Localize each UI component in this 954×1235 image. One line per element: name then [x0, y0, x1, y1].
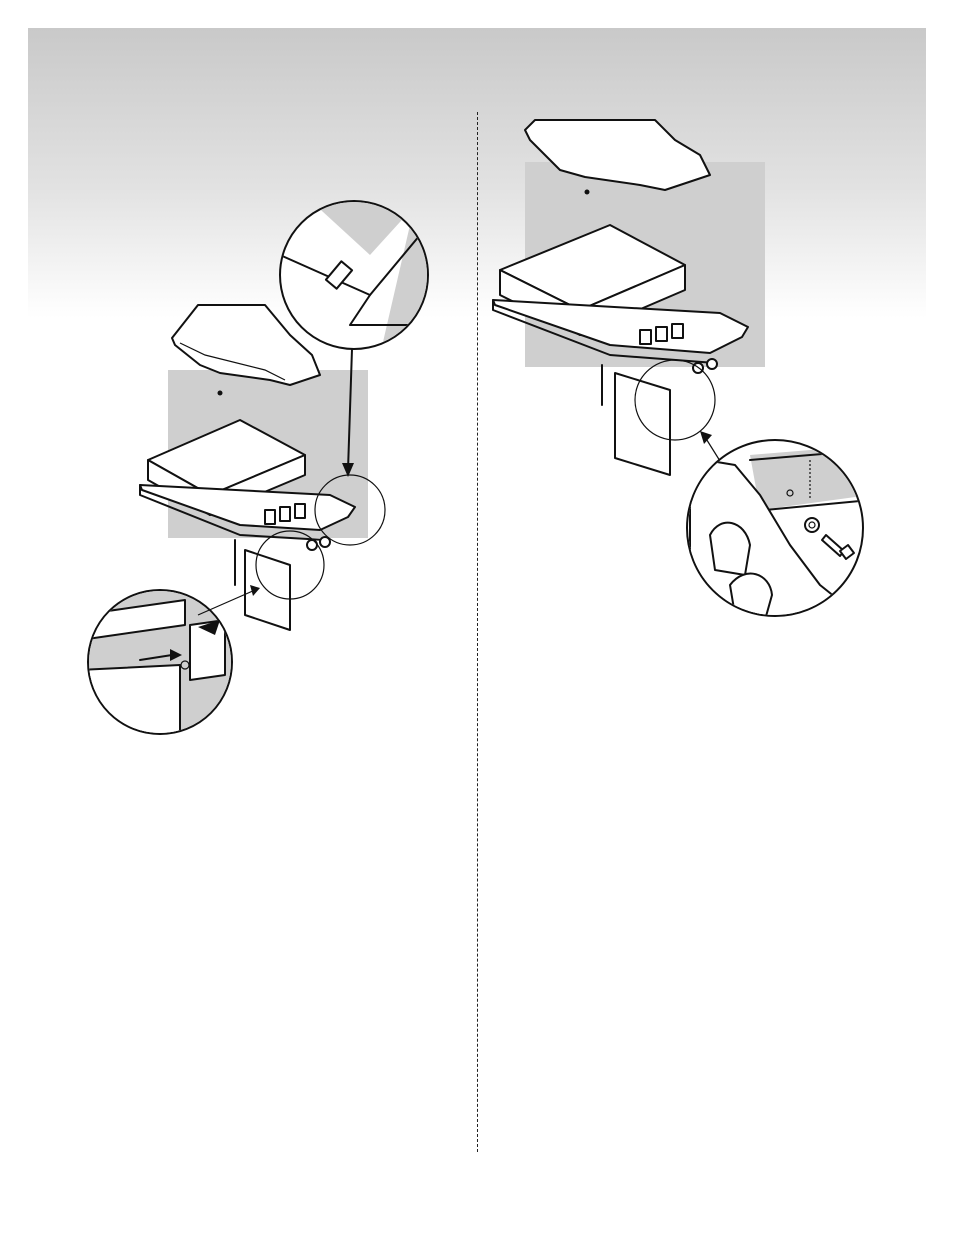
- callout-bolt-washer: [687, 440, 870, 625]
- left-illustration: [80, 195, 440, 745]
- right-illustration: [490, 115, 880, 625]
- column-divider: [477, 112, 478, 1152]
- callout-panel-tab: [80, 585, 260, 735]
